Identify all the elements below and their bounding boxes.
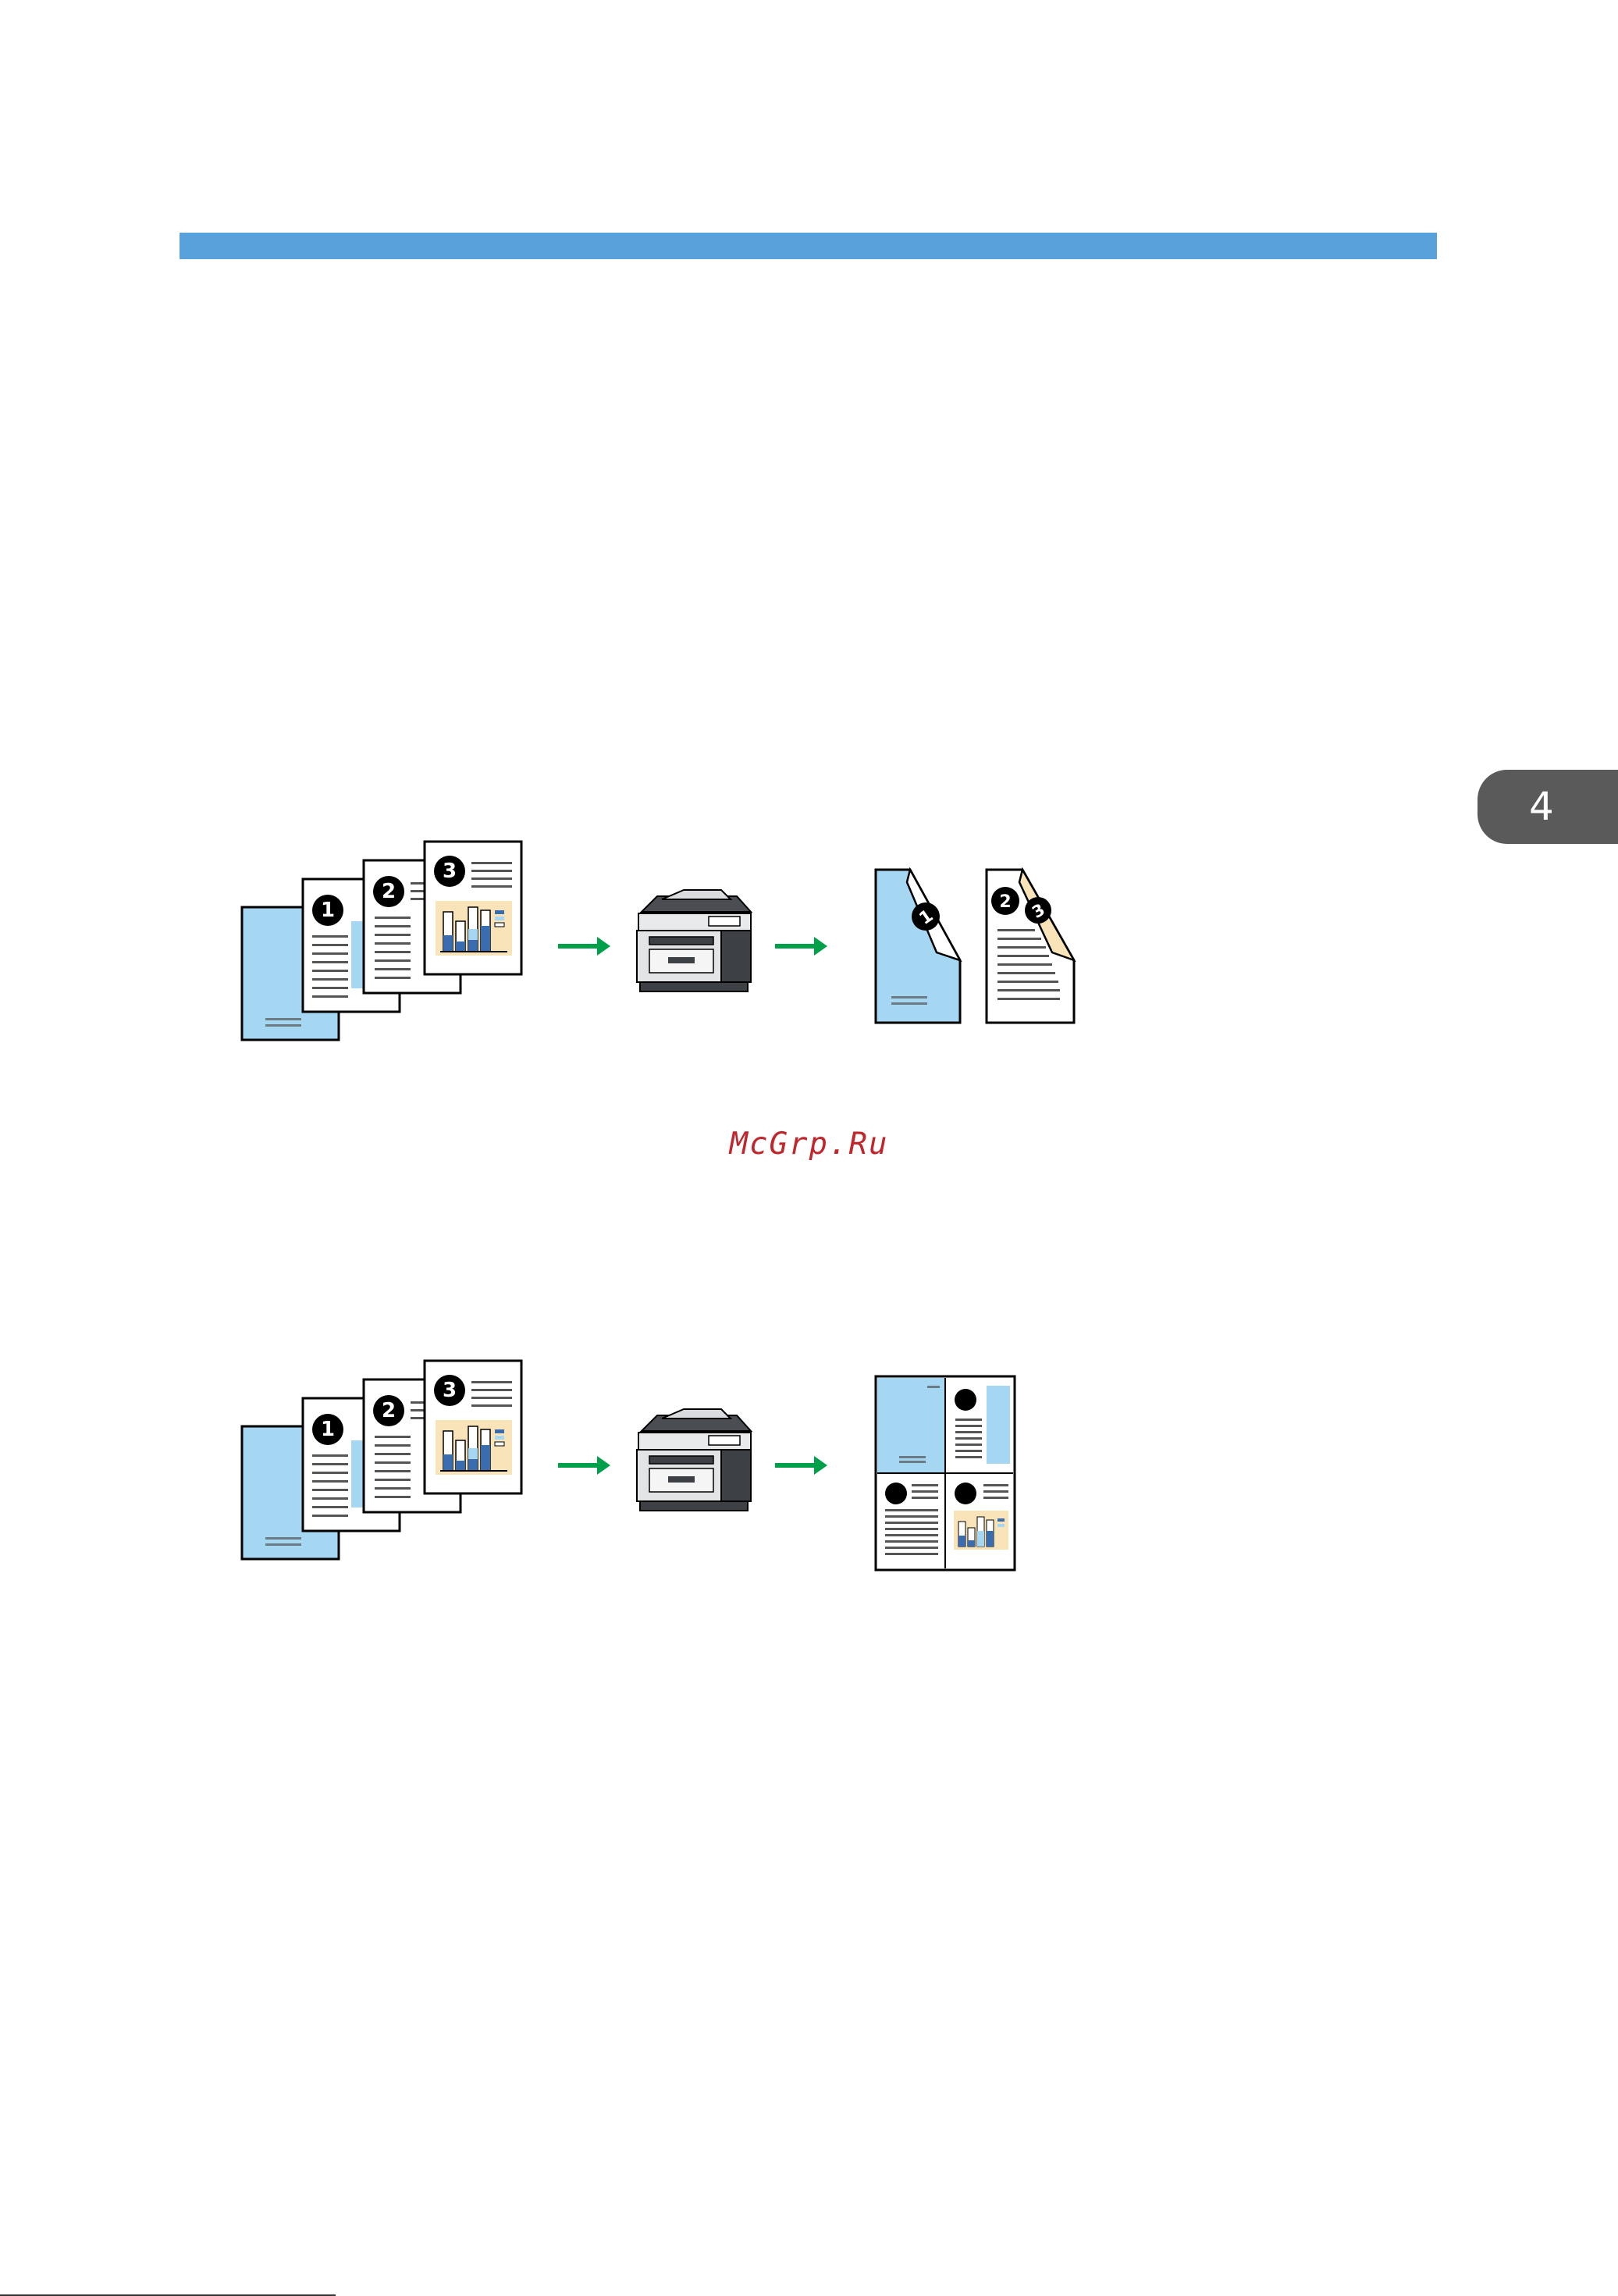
source-page-number-2: 2 — [382, 1399, 396, 1422]
multifunction-printer-icon — [637, 890, 751, 991]
duplex-output-sheet-1: 1 — [876, 870, 960, 1023]
source-page-number-2: 2 — [382, 880, 396, 903]
output-page-number-2: 2 — [999, 892, 1011, 912]
duplex-illustration: 1 2 3 — [234, 835, 1108, 1070]
combine-illustration: 1 2 3 — [234, 1354, 1108, 1589]
source-page-3: 3 — [425, 842, 521, 974]
chapter-tab: 4 — [1478, 770, 1618, 844]
watermark: McGrp.Ru — [0, 1127, 1618, 1162]
bar-chart-thumbnail — [436, 901, 512, 956]
arrow-right-icon — [775, 937, 827, 956]
arrow-right-icon — [775, 1456, 827, 1475]
header-bar — [180, 233, 1437, 259]
combined-output-sheet — [876, 1376, 1015, 1570]
source-pages: 1 2 3 — [242, 842, 521, 1040]
source-page-3: 3 — [425, 1361, 521, 1493]
source-page-number-1: 1 — [321, 1418, 335, 1441]
source-page-number-3: 3 — [443, 1379, 457, 1402]
arrow-right-icon — [558, 1456, 610, 1475]
arrow-right-icon — [558, 937, 610, 956]
source-page-number-3: 3 — [443, 860, 457, 883]
watermark-text: McGrp.Ru — [730, 1127, 889, 1162]
multifunction-printer-icon — [637, 1409, 751, 1511]
duplex-output-sheet-2: 2 3 — [987, 870, 1074, 1023]
source-pages: 1 2 3 — [242, 1361, 521, 1559]
source-page-number-1: 1 — [321, 899, 335, 922]
bar-chart-thumbnail — [436, 1420, 512, 1475]
chapter-number: 4 — [1529, 784, 1554, 829]
